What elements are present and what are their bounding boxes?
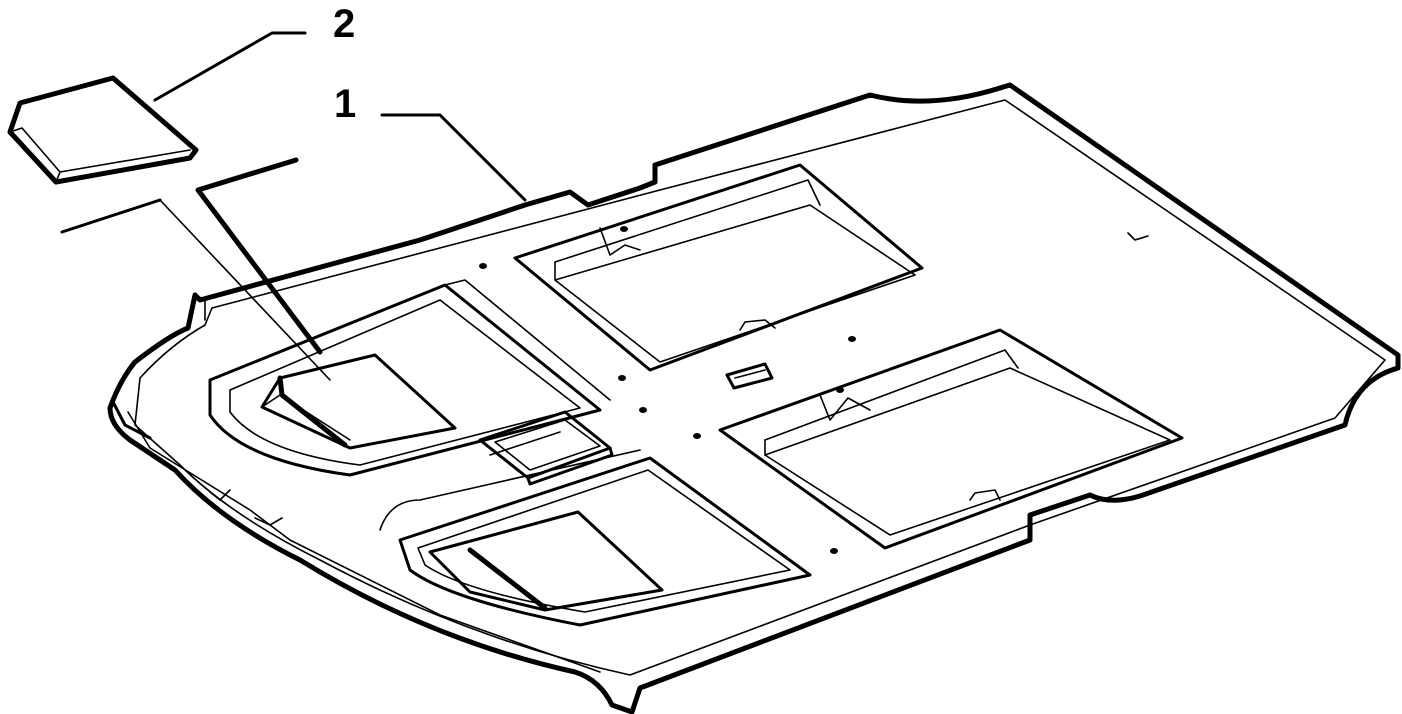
tray-rear-right	[513, 163, 924, 372]
floor-panel-rim	[134, 99, 1386, 676]
leader-line-pad-c	[195, 157, 323, 355]
leader-line-2	[153, 31, 307, 102]
leader-line-1	[380, 113, 527, 202]
leader-lines	[60, 31, 527, 381]
insulation-pad-detail	[7, 75, 199, 185]
pad-rear-left	[260, 353, 457, 450]
mounting-holes	[479, 226, 856, 554]
recess-front-left	[398, 456, 812, 627]
floor-panel-outline	[107, 82, 1401, 714]
tray-front-right	[718, 328, 1184, 550]
floor-panel	[107, 82, 1401, 714]
leader-line-pad-a	[60, 198, 162, 234]
center-slot	[725, 362, 774, 390]
recess-rear-left	[208, 283, 602, 477]
callout-label-1: 1	[334, 82, 356, 126]
callout-label-2: 2	[333, 2, 355, 46]
